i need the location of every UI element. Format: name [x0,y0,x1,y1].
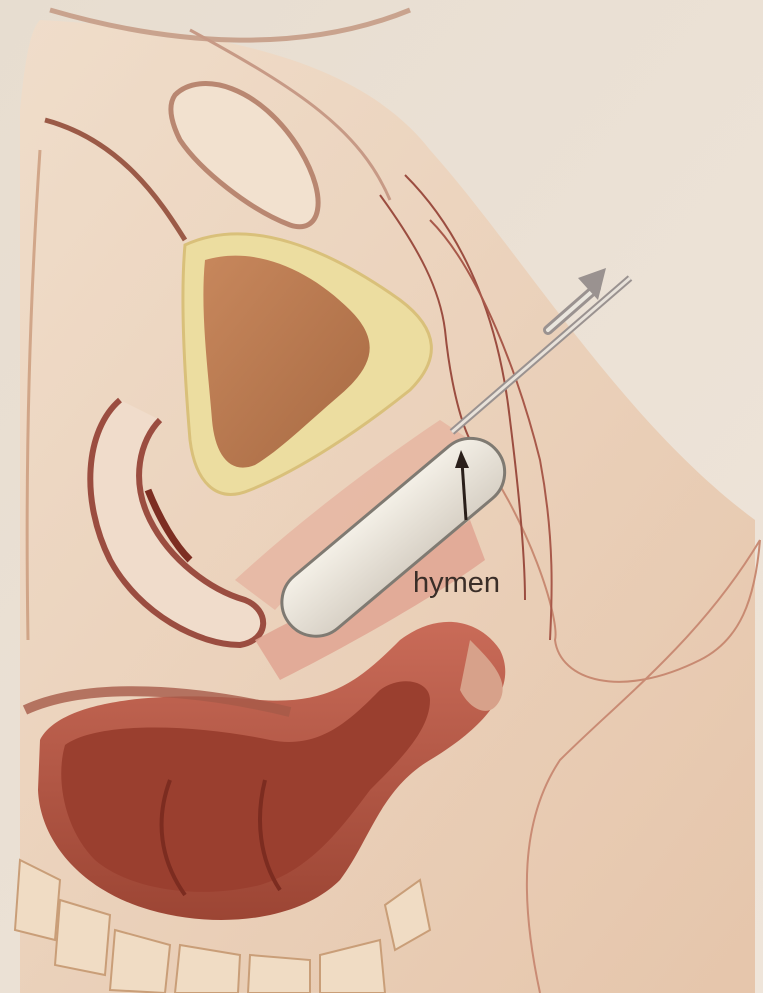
hymen-label: hymen [413,567,500,599]
vertebra-5 [248,955,310,993]
